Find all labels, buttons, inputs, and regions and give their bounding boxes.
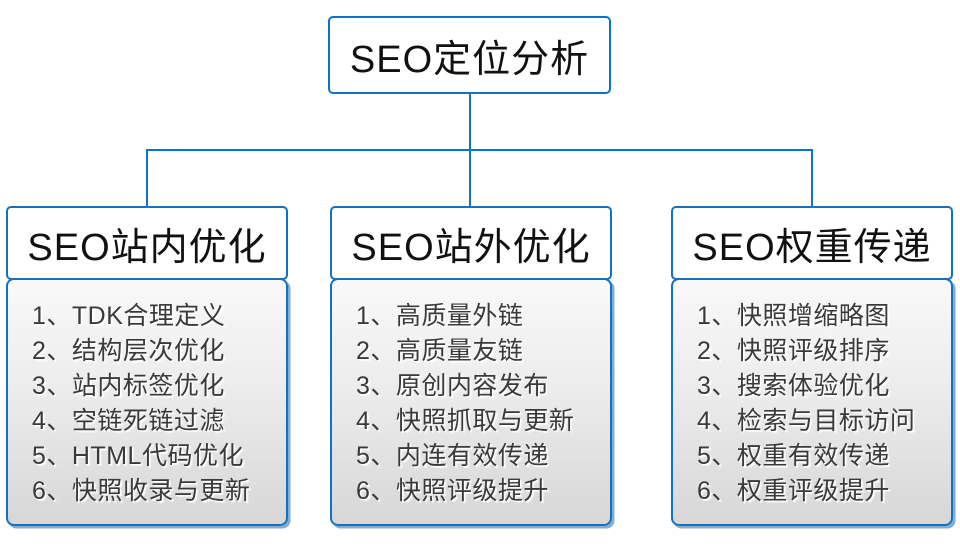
column-list-offsite: 1、高质量外链 2、高质量友链 3、原创内容发布 4、快照抓取与更新 5、内连有… [330,278,612,526]
column-header-weight: SEO权重传递 [671,206,953,280]
root-node-seo-positioning: SEO定位分析 [328,16,611,94]
root-node-title: SEO定位分析 [349,38,590,81]
list-item: 6、快照评级提升 [356,477,549,505]
column-header-label: SEO站内优化 [27,226,267,269]
column-header-offsite: SEO站外优化 [330,206,612,280]
list-item: 6、快照收录与更新 [32,477,251,505]
column-header-onsite: SEO站内优化 [6,206,288,280]
list-item: 3、原创内容发布 [356,372,549,400]
list-item: 5、HTML代码优化 [32,442,244,470]
list-item: 2、结构层次优化 [32,337,225,365]
column-weight-transfer: SEO权重传递 1、快照增缩略图 2、快照评级排序 3、搜索体验优化 4、检索与… [671,206,953,526]
list-item: 3、站内标签优化 [32,372,225,400]
list-item: 4、空链死链过滤 [32,407,225,435]
list-item: 2、快照评级排序 [697,337,890,365]
list-item: 3、搜索体验优化 [697,372,890,400]
list-item: 1、快照增缩略图 [697,302,890,330]
list-item: 6、权重评级提升 [697,477,890,505]
column-list-onsite: 1、TDK合理定义 2、结构层次优化 3、站内标签优化 4、空链死链过滤 5、H… [6,278,288,526]
list-item: 1、高质量外链 [356,302,524,330]
list-item: 5、权重有效传递 [697,442,890,470]
list-item: 1、TDK合理定义 [32,302,226,330]
list-item: 4、快照抓取与更新 [356,407,575,435]
list-item: 5、内连有效传递 [356,442,549,470]
list-item: 2、高质量友链 [356,337,524,365]
column-offsite-optimization: SEO站外优化 1、高质量外链 2、高质量友链 3、原创内容发布 4、快照抓取与… [330,206,612,526]
column-header-label: SEO权重传递 [692,226,932,269]
list-item: 4、检索与目标访问 [697,407,916,435]
column-onsite-optimization: SEO站内优化 1、TDK合理定义 2、结构层次优化 3、站内标签优化 4、空链… [6,206,288,526]
column-header-label: SEO站外优化 [351,226,591,269]
column-list-weight: 1、快照增缩略图 2、快照评级排序 3、搜索体验优化 4、检索与目标访问 5、权… [671,278,953,526]
